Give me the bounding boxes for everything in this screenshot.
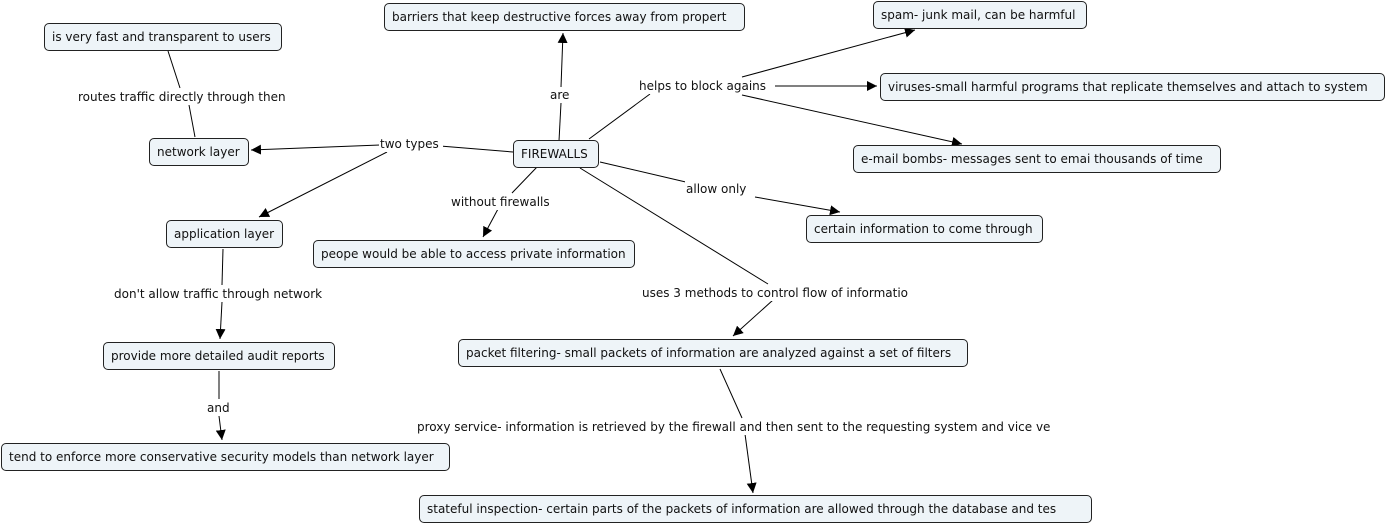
edge-packet-proxy (719, 368, 743, 419)
edge-firewalls-helps (588, 93, 651, 140)
link-label-dont-allow: don't allow traffic through network (113, 286, 334, 302)
node-fast-transparent[interactable]: is very fast and transparent to users (44, 23, 282, 51)
link-label-proxy-service: proxy service- information is retrieved … (416, 419, 1076, 435)
edge-firewalls-twotypes (439, 145, 514, 153)
node-firewalls[interactable]: FIREWALLS (513, 140, 599, 168)
edge-proxy-stateful (744, 433, 757, 494)
edge-firewalls-allow (599, 161, 691, 184)
link-label-uses-3-methods: uses 3 methods to control flow of inform… (641, 285, 922, 301)
edge-twotypes-application (258, 151, 388, 218)
node-barriers[interactable]: barriers that keep destructive forces aw… (384, 3, 745, 31)
link-label-are: are (549, 87, 571, 103)
edge-and-conservative (215, 415, 226, 441)
node-people-access[interactable]: peope would be able to access private in… (313, 240, 635, 268)
node-packet-filtering[interactable]: packet filtering- small packets of infor… (458, 339, 968, 367)
link-label-helps-block: helps to block agains (638, 78, 775, 94)
link-label-and: and (206, 400, 231, 416)
edge-dontallow-audit (215, 301, 226, 340)
link-label-routes-traffic: routes traffic directly through then (77, 89, 295, 105)
edge-application-dontallow (221, 248, 224, 286)
node-stateful[interactable]: stateful inspection- certain parts of th… (419, 495, 1092, 523)
edge-helps-emailbombs (741, 94, 963, 147)
node-email-bombs[interactable]: e-mail bombs- messages sent to emai thou… (853, 145, 1221, 173)
link-label-allow-only: allow only (685, 181, 748, 197)
edge-are-barriers (557, 32, 568, 88)
edge-network-routes (188, 104, 196, 138)
edge-firewalls-without (511, 166, 538, 194)
link-label-two-types: two types (379, 136, 443, 152)
edge-allow-certain (754, 196, 841, 216)
edge-without-people (482, 208, 499, 238)
node-spam[interactable]: spam- junk mail, can be harmful (873, 1, 1087, 29)
node-certain-info[interactable]: certain information to come through (806, 215, 1043, 243)
edge-helps-spam (741, 27, 916, 78)
node-application-layer[interactable]: application layer (166, 220, 283, 248)
node-conservative[interactable]: tend to enforce more conservative securi… (1, 443, 450, 471)
edge-uses3-packet (732, 299, 774, 337)
edge-routes-fast (167, 50, 181, 89)
link-label-without-firewalls: without firewalls (450, 194, 553, 210)
edge-firewalls-uses3 (579, 167, 769, 285)
node-network-layer[interactable]: network layer (149, 138, 249, 166)
edge-twotypes-network (250, 144, 381, 155)
edge-firewalls-are (558, 102, 562, 142)
node-audit-reports[interactable]: provide more detailed audit reports (103, 342, 335, 370)
node-viruses[interactable]: viruses-small harmful programs that repl… (880, 73, 1385, 101)
